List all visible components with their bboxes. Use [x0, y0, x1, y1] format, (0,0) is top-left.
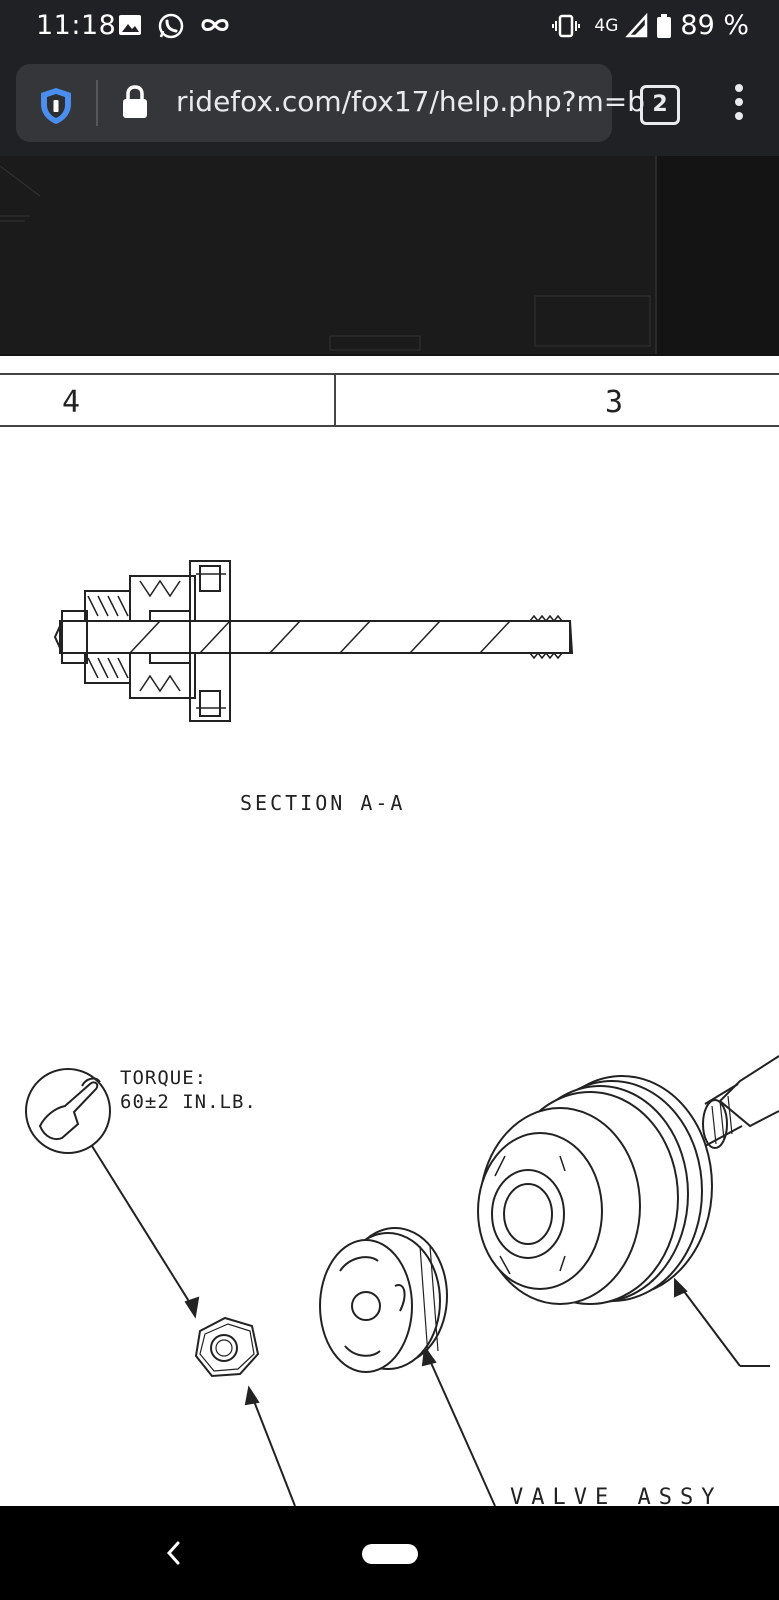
- address-bar[interactable]: ridefox.com/fox17/help.php?m=b: [16, 64, 645, 142]
- url-text[interactable]: ridefox.com/fox17/help.php?m=b: [176, 85, 645, 118]
- torque-label: TORQUE:: [120, 1067, 207, 1089]
- browser-toolbar: ridefox.com/fox17/help.php?m=b 2: [0, 52, 779, 156]
- url-divider: [96, 80, 98, 126]
- home-pill[interactable]: [362, 1544, 418, 1564]
- network-type: 4G: [594, 15, 619, 36]
- page-content[interactable]: 4 3 SECTION A-A: [0, 156, 779, 1510]
- battery-level: 89 %: [680, 10, 749, 41]
- section-view: [53, 560, 574, 722]
- back-icon[interactable]: [162, 1538, 186, 1568]
- preview-sketch: [0, 165, 651, 351]
- valve-piston: [319, 1227, 448, 1373]
- torque-value: 60±2 IN.LB.: [120, 1091, 257, 1113]
- image-icon: [119, 15, 141, 35]
- dark-drawing-preview: [0, 156, 779, 356]
- infinity-icon: [201, 19, 229, 31]
- leader-lines: [91, 1145, 770, 1507]
- zone-label-3: 3: [605, 385, 623, 420]
- status-time: 11:18: [36, 10, 117, 41]
- status-right: 4G 89 %: [552, 10, 749, 41]
- battery-icon: [657, 13, 672, 38]
- hex-nut: [194, 1316, 260, 1378]
- section-label: SECTION A-A: [240, 791, 405, 815]
- tab-switcher-button[interactable]: 2: [640, 85, 680, 125]
- torque-wrench-icon: [25, 1068, 111, 1154]
- zone-label-4: 4: [62, 385, 80, 420]
- more-vert-icon[interactable]: [734, 84, 744, 124]
- damper-body: [477, 1075, 713, 1305]
- signal-icon: [625, 12, 648, 37]
- whatsapp-icon: [158, 13, 184, 39]
- valve-assy-label: VALVE ASSY: [510, 1485, 722, 1510]
- shield-icon[interactable]: [38, 86, 74, 126]
- technical-drawing: 4 3 SECTION A-A: [0, 373, 779, 1510]
- system-nav-bar: [0, 1506, 779, 1600]
- shaft-end: [702, 1055, 779, 1149]
- lock-icon[interactable]: [120, 84, 150, 120]
- vibrate-icon: [552, 14, 581, 37]
- status-bar: 11:18 4G 89 %: [0, 0, 779, 52]
